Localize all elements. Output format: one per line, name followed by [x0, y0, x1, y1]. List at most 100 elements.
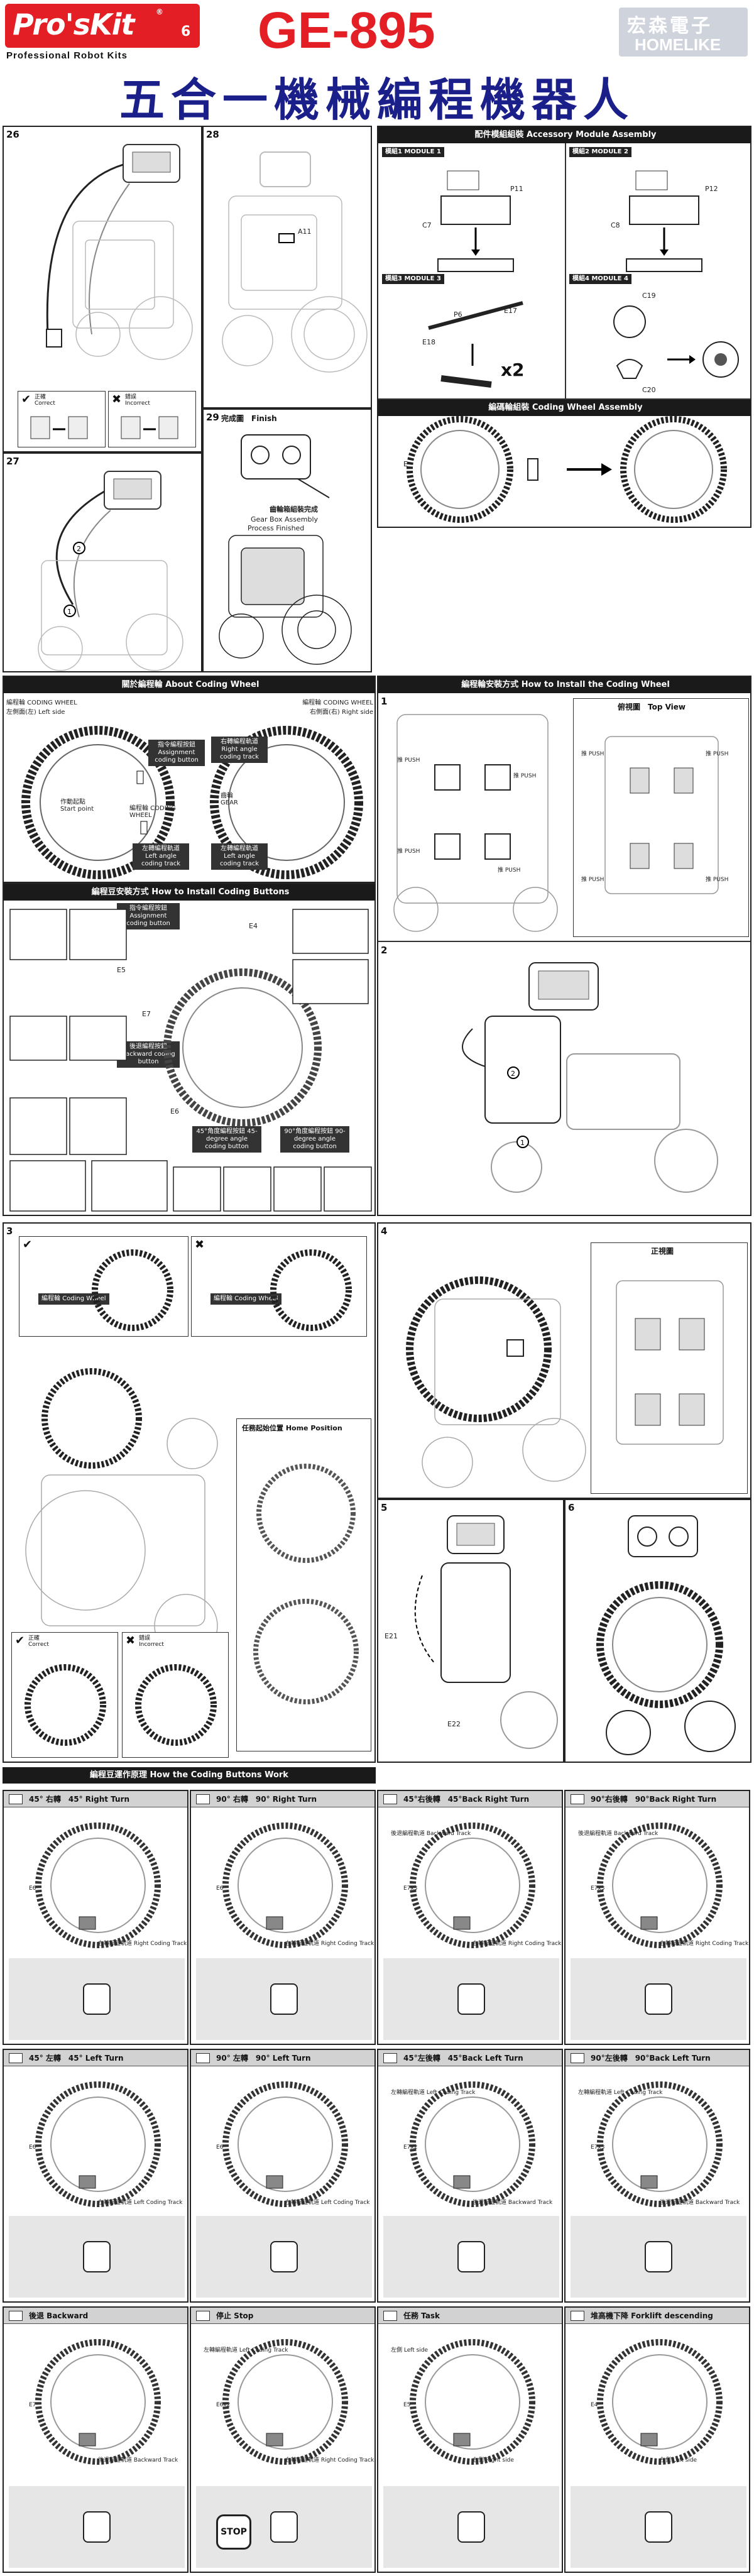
left-track-label: 左轉編程軌道 Left angle coding track: [133, 843, 189, 870]
cross-icon: ✖: [112, 393, 122, 406]
coding-button: [453, 2175, 471, 2189]
gearbox-en-2: Process Finished: [248, 524, 305, 532]
coding-button: [79, 1916, 96, 1930]
check-icon: ✔: [21, 393, 31, 406]
incorrect-wheel-box: ✖ 編程輪 Coding Wheel: [191, 1236, 367, 1337]
track-label: 左轉編程軌道 Left Coding Track: [285, 2200, 370, 2206]
work-cell-title: 後退 Backward: [4, 2308, 187, 2324]
track-label: 後退編程軌道 Backward Track: [660, 2200, 740, 2206]
box-icon: [571, 2311, 584, 2321]
left-side-label: 編程輪 CODING WHEEL 左側面(左) Left side: [6, 699, 77, 716]
button-90-label: 90°角度編程按鈕 90-degree angle coding button: [280, 1126, 349, 1153]
part-label: E18: [422, 338, 435, 346]
work-cell: 45°右後轉 45°Back Right Turn 右轉編程軌道 Right Co…: [377, 1790, 563, 2045]
track-label: 左轉編程軌道 Left Coding Track: [98, 2200, 183, 2206]
part-label: E22: [447, 1720, 461, 1728]
svg-text:2: 2: [511, 1070, 515, 1078]
install-wheel-illustration: 2 1: [393, 714, 718, 1193]
coding-wheel-ring: [35, 2339, 161, 2465]
step-28-illustration: [222, 151, 368, 373]
robot-icon: [645, 2511, 672, 2543]
coding-wheel-label: 編程輪 CODING WHEEL: [129, 805, 176, 819]
start-point-label: 作動起點 Start point: [60, 799, 94, 813]
box-icon: [196, 1794, 210, 1804]
part-label: E6: [216, 1885, 224, 1892]
work-cell-title: 45°右後轉 45°Back Right Turn: [378, 1791, 562, 1807]
part-label: E7x3: [591, 2144, 605, 2151]
part-label: E7: [29, 2402, 36, 2408]
incorrect-label-en: Incorrect: [139, 1642, 164, 1648]
part-label: E6: [29, 1885, 36, 1892]
coding-wheel-assembly-illustration: [407, 416, 727, 523]
step-number: 27: [6, 456, 19, 467]
part-label: P6: [454, 310, 462, 319]
robot-icon: [645, 2241, 672, 2272]
track-label: 左側 Left side: [660, 2457, 697, 2464]
right-brand-cn: 宏森電子: [627, 15, 713, 37]
right-brand-logo: [619, 8, 748, 57]
step-number: 28: [206, 129, 219, 140]
track-label: 右轉編程軌道 Right Coding Track: [98, 1941, 187, 1947]
box-icon: [196, 2053, 210, 2063]
part-label: E6: [170, 1107, 179, 1115]
coding-wheel-ring: [597, 2081, 723, 2207]
step-number: 4: [381, 1225, 388, 1237]
box-icon: [383, 2311, 397, 2321]
coding-wheel-inner: [50, 1838, 146, 1933]
coding-wheel-ring: [222, 2339, 348, 2465]
correct-label: 正確: [35, 394, 46, 400]
work-cell-title: 90° 右轉 90° Right Turn: [191, 1791, 374, 1807]
coding-wheel-ring: [410, 1822, 535, 1948]
step-number: 29: [206, 412, 219, 423]
work-cell-title: 45° 左轉 45° Left Turn: [4, 2050, 187, 2066]
coding-wheel-diagram: [35, 2339, 161, 2465]
home-position-label: 任務起始位置 Home Position: [242, 1424, 342, 1432]
coding-wheel-inner: [425, 1838, 520, 1933]
check-icon: ✔: [15, 1634, 25, 1647]
step-4-panel: 4 正視圖: [377, 1222, 751, 1499]
push-label: 推 PUSH: [397, 848, 420, 855]
track-label: 右轉編程軌道 Right Coding Track: [285, 2457, 374, 2464]
assignment-button-label: 指令編程按鈕 Assignment coding button: [117, 903, 180, 929]
push-label: 推 PUSH: [498, 867, 521, 874]
section-title: 關於編程輪 About Coding Wheel: [4, 677, 374, 693]
coding-wheel-label: 編程輪 Coding Wheel: [38, 1293, 109, 1305]
track-label: 後退編程軌道 Backward Track: [98, 2457, 178, 2464]
brand-mark: ®: [156, 8, 163, 16]
work-cell: 90° 右轉 90° Right Turn 右轉編程軌道 Right Coding…: [190, 1790, 376, 2045]
work-cell-title: 任務 Task: [378, 2308, 562, 2324]
step-number: 1: [381, 696, 388, 707]
module-4-tag: 模組4 MODULE 4: [569, 274, 631, 284]
section-title: 編碼輪組裝 Coding Wheel Assembly: [378, 400, 750, 416]
step-26-illustration: [46, 144, 193, 360]
step-number: 2: [381, 945, 388, 956]
part-label: E5: [117, 966, 126, 974]
install-coding-buttons-panel: 編程豆安裝方式 How to Install Coding Buttons 指令…: [3, 883, 376, 1216]
step-6-illustration: [596, 1515, 736, 1755]
part-label: E5: [403, 2402, 411, 2408]
track-label: 右轉編程軌道 Right Coding Track: [285, 1941, 374, 1947]
brand-logo: [5, 4, 200, 48]
coding-wheel-diagram: [597, 1822, 723, 1948]
track-label-2: 左轉編程軌道 Left Coding Track: [204, 2347, 288, 2354]
work-cell-title: 90°左後轉 90°Back Left Turn: [566, 2050, 749, 2066]
right-side-label: 編程輪 CODING WHEEL 右側面(右) Right side: [302, 699, 373, 716]
step-29-illustration: [219, 434, 352, 665]
coding-wheel-diagram: [410, 1822, 535, 1948]
gear-label: 齒輪 GEAR: [221, 792, 238, 806]
box-icon: [9, 2053, 23, 2063]
brand-name: Pro'sKit: [13, 8, 134, 41]
coding-wheel-ring: [222, 2081, 348, 2207]
coding-wheel-inner: [612, 2354, 708, 2450]
coding-wheel-inner: [612, 1838, 708, 1933]
coding-wheel-ring: [222, 1822, 348, 1948]
assignment-button-label: 指令編程按鈕 Assignment coding button: [148, 740, 205, 766]
box-icon: [383, 1794, 397, 1804]
track-label: 右轉編程軌道 Right Coding Track: [473, 1941, 562, 1947]
robot-icon: [83, 2241, 111, 2272]
robot-icon: [270, 1983, 298, 2015]
